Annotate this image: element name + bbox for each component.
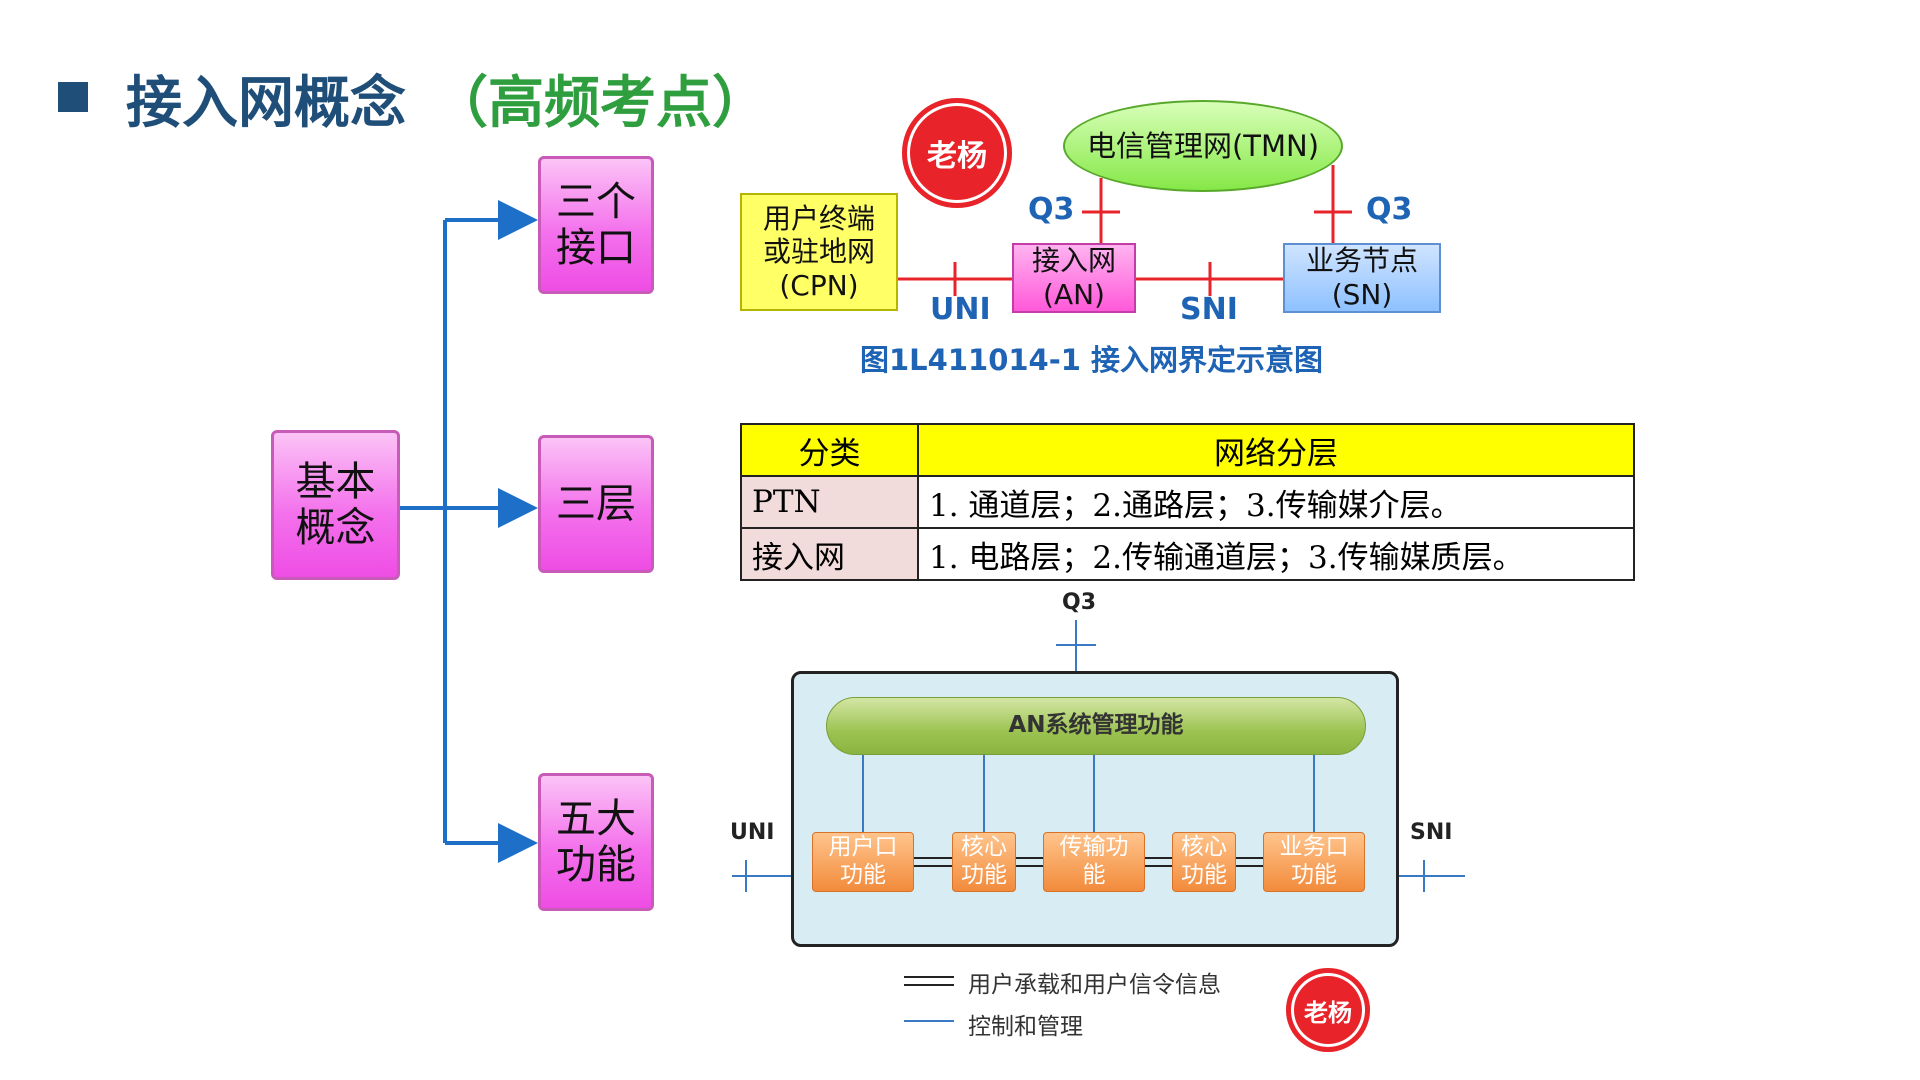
three-interfaces-box: 三个 接口	[538, 156, 654, 294]
table-header-row: 分类 网络分层	[740, 423, 1635, 477]
seal-stamp: 老杨	[902, 98, 1012, 208]
service-port-function: 业务口 功能	[1263, 832, 1365, 892]
table-row: PTN 1. 通道层；2.通路层；3.传输媒介层。	[740, 475, 1635, 529]
core-function-right: 核心 功能	[1172, 832, 1236, 892]
q3-right-label: Q3	[1366, 192, 1413, 227]
legend-double-line-text: 用户承载和用户信令信息	[968, 972, 1221, 998]
title-bullet-square	[58, 82, 88, 112]
row-category: PTN	[740, 475, 919, 529]
q3-function-label: Q3	[1062, 590, 1097, 615]
legend-single-line-text: 控制和管理	[968, 1014, 1083, 1040]
tmn-ellipse: 电信管理网(TMN)	[1063, 100, 1343, 192]
sni-label: SNI	[1180, 292, 1238, 327]
row-layers: 1. 通道层；2.通路层；3.传输媒介层。	[917, 475, 1635, 529]
user-port-function: 用户口 功能	[812, 832, 914, 892]
an-management-bar: AN系统管理功能	[826, 697, 1366, 755]
table-row: 接入网 1. 电路层；2.传输通道层；3.传输媒质层。	[740, 527, 1635, 581]
row-layers: 1. 电路层；2.传输通道层；3.传输媒质层。	[917, 527, 1635, 581]
q3-left-label: Q3	[1028, 192, 1075, 227]
three-layers-box: 三层	[538, 435, 654, 573]
page-title-tag: （高频考点）	[432, 71, 768, 136]
figure-caption: 图1L411014-1 接入网界定示意图	[860, 343, 1324, 377]
layers-table: 分类 网络分层 PTN 1. 通道层；2.通路层；3.传输媒介层。 接入网 1.…	[740, 423, 1635, 581]
root-concept-box: 基本 概念	[271, 430, 400, 580]
cpn-box: 用户终端 或驻地网 (CPN)	[740, 193, 898, 311]
page-title: 接入网概念	[126, 71, 406, 136]
transport-function: 传输功 能	[1043, 832, 1145, 892]
five-functions-box: 五大 功能	[538, 773, 654, 911]
row-category: 接入网	[740, 527, 919, 581]
core-function-left: 核心 功能	[952, 832, 1016, 892]
uni-label: UNI	[930, 292, 991, 327]
sni-function-label: SNI	[1410, 820, 1453, 845]
header-category: 分类	[740, 423, 919, 477]
uni-function-label: UNI	[730, 820, 775, 845]
sn-box: 业务节点 (SN)	[1283, 243, 1441, 313]
header-layers: 网络分层	[917, 423, 1635, 477]
seal-stamp-bottom: 老杨	[1286, 968, 1370, 1052]
an-box: 接入网 (AN)	[1012, 243, 1136, 313]
